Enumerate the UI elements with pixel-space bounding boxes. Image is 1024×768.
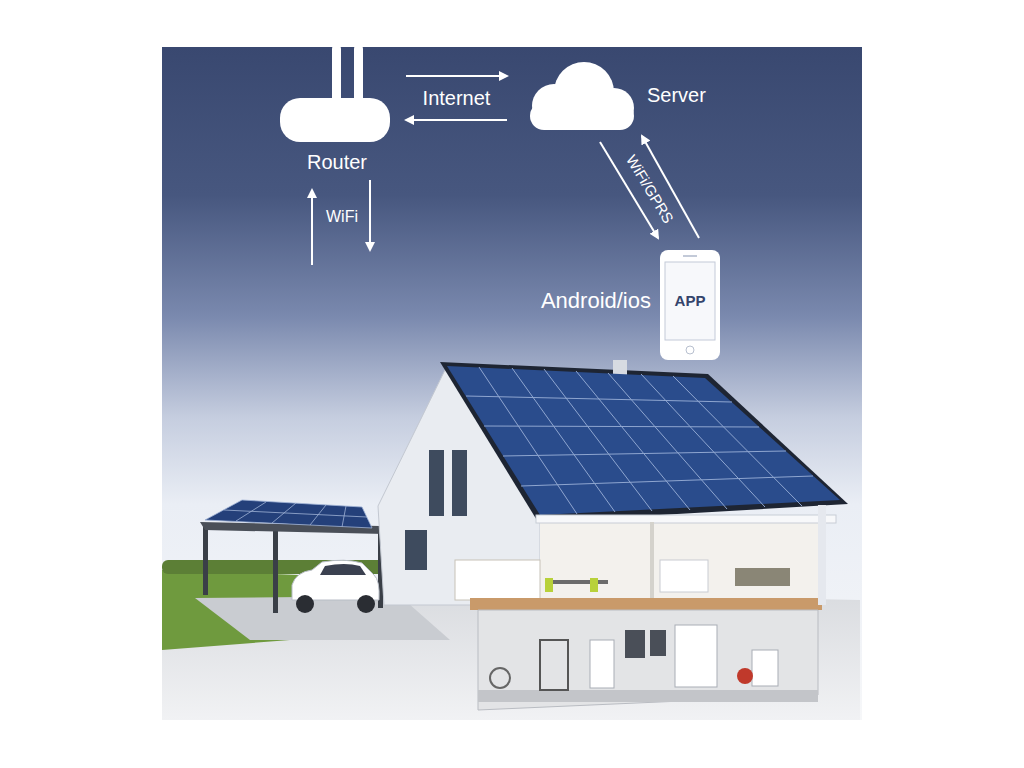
storage-unit (675, 625, 717, 687)
sky-panel (162, 47, 862, 720)
panel-grid (342, 506, 346, 527)
arrow-line (406, 119, 507, 121)
device-label: Server (647, 84, 706, 107)
window (429, 450, 444, 516)
bathroom-fixture (660, 560, 708, 592)
battery (590, 640, 614, 688)
carport-post (203, 525, 208, 595)
wifi-arrow-up (311, 196, 313, 265)
shelf (540, 640, 568, 690)
window (452, 450, 467, 516)
meter-box (650, 630, 666, 656)
ground (162, 590, 860, 720)
edge-label: Internet (423, 87, 491, 110)
panel-grid (224, 510, 367, 517)
device-label: Router (270, 151, 404, 174)
washer (752, 650, 778, 686)
roof-edge (440, 362, 848, 522)
window (405, 530, 427, 570)
arrow-line (406, 75, 507, 77)
carport-post (273, 528, 278, 613)
car-wheel (296, 595, 314, 613)
phone-node: APP Android/ios (505, 248, 727, 362)
router-node: Router (270, 40, 404, 180)
connector (600, 136, 699, 238)
basement (478, 610, 818, 710)
chair (590, 578, 598, 592)
connector (406, 76, 507, 120)
app-label: APP (660, 292, 720, 309)
server-cloud: Server (512, 58, 732, 138)
basement-floor (478, 690, 818, 702)
car-window (320, 564, 366, 575)
arrowhead (307, 188, 317, 198)
facade-right (818, 505, 826, 605)
ground-floor (540, 522, 822, 600)
roof-solar-panels (447, 366, 840, 515)
car (292, 560, 379, 600)
inverter (625, 630, 645, 658)
bicycle-wheel (490, 668, 510, 688)
link-label: WiFi (326, 208, 358, 226)
kitchen-block (455, 560, 540, 600)
bucket (737, 668, 753, 684)
roof-panel-grid (466, 367, 813, 514)
table (548, 580, 608, 584)
sofa (735, 568, 790, 586)
eave (536, 515, 836, 523)
arrowhead (365, 242, 375, 252)
chimney (613, 360, 627, 376)
wall (650, 522, 654, 600)
device-label: Android/ios (541, 288, 651, 313)
car-wheel (357, 595, 375, 613)
carport-solar-panels (205, 500, 372, 528)
wifi-arrow-down (369, 180, 371, 244)
floor-slab (470, 598, 822, 610)
chair (545, 578, 553, 592)
